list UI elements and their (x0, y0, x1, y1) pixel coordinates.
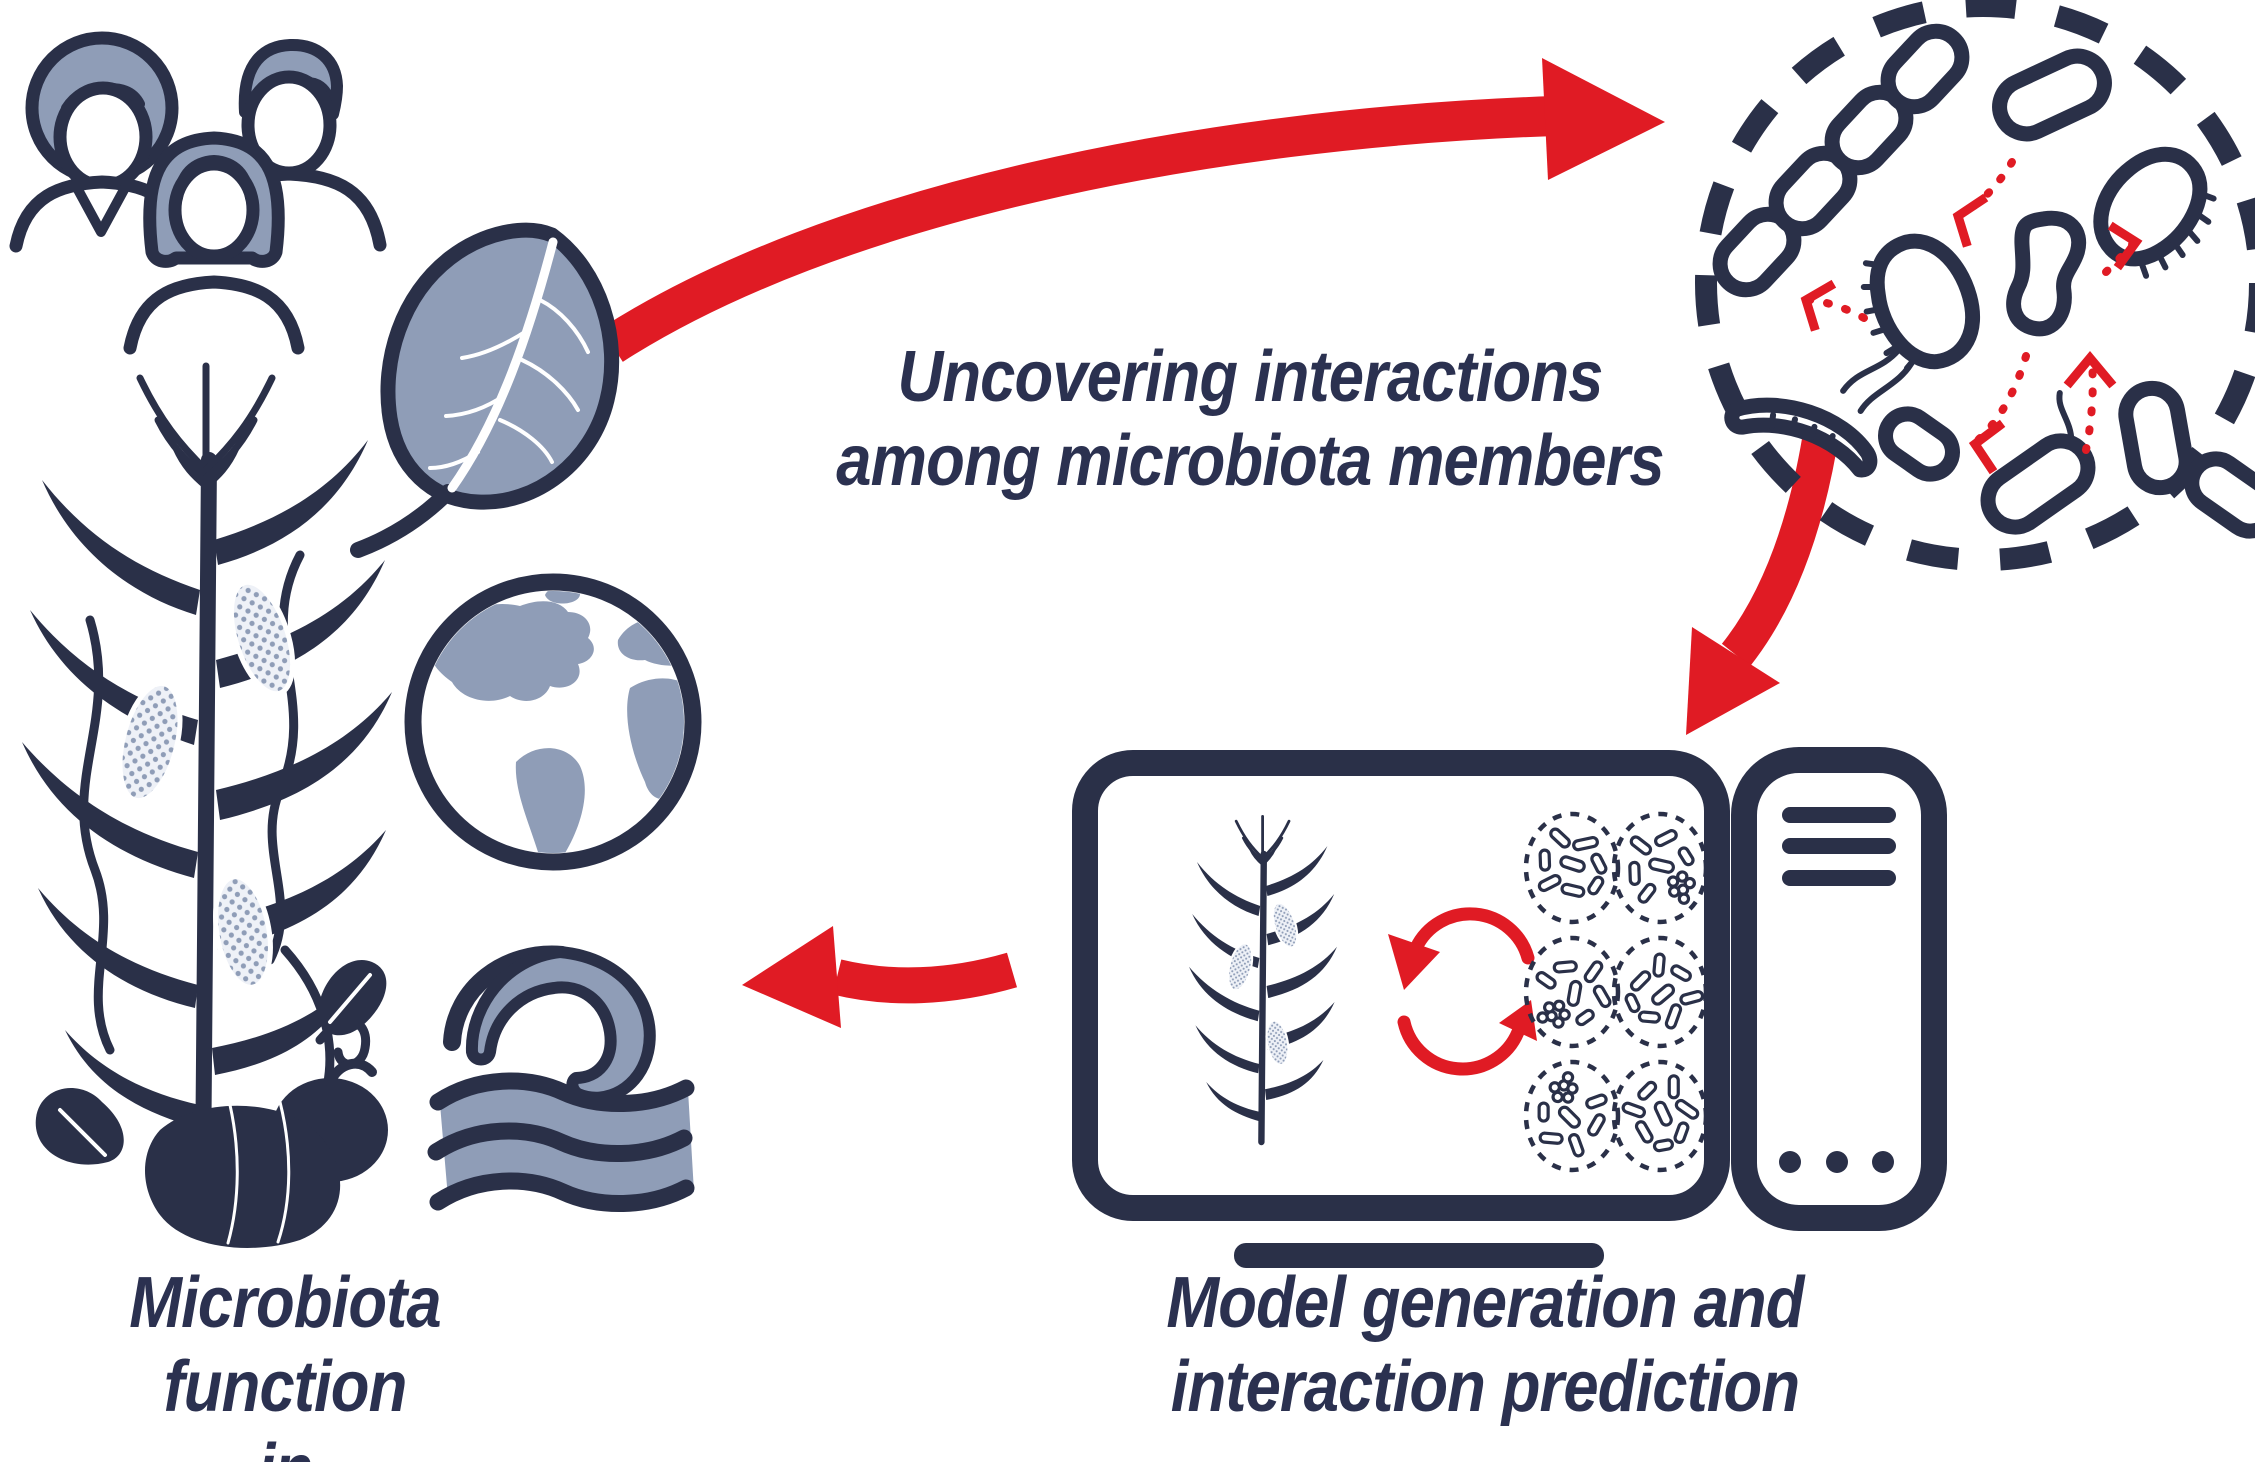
leaf-veins (428, 298, 590, 470)
interaction-arrows (1800, 158, 2143, 475)
caption-line-2: among microbiota members (836, 420, 1664, 501)
caption-line-2: interaction prediction (1170, 1346, 1800, 1427)
caption-line-1: Uncovering interactions (897, 337, 1603, 417)
corn-plant-icon (22, 366, 392, 1248)
bacterium-ciliated (2093, 146, 2217, 279)
screen-cycle-arrows (1388, 907, 1537, 1076)
caption-microbiota-function: Microbiota function in hosts/environment (25, 1262, 544, 1462)
heart-leaves (35, 959, 387, 1165)
bacteria-chain (1712, 23, 1970, 298)
bacterium-hooked-rod (1980, 390, 2096, 535)
bacterium-flagellated (1840, 233, 1981, 414)
people-group-icon (9, 31, 387, 355)
monitor-stand (1234, 1243, 1604, 1268)
bacterium-edge-rod (2184, 451, 2255, 539)
arrow-microbiota-to-computer (1686, 425, 1840, 735)
dashed-community-boundary (1695, 0, 2255, 571)
caption-line-1: Microbiota function (129, 1263, 441, 1427)
caption-uncovering-interactions: Uncovering interactions among microbiota… (713, 336, 1787, 503)
microbiota-community-icon (1695, 0, 2255, 571)
arrow-computer-to-hosts (742, 926, 1018, 1028)
wave-lines (427, 1072, 695, 1212)
screen-content (1189, 811, 1714, 1173)
caption-line-1: Model generation and (1166, 1263, 1804, 1343)
squash (145, 1058, 388, 1248)
globe-icon (404, 573, 702, 871)
person-long-hair (123, 131, 305, 355)
bacterium-small-bean (1878, 406, 1960, 482)
caption-line-2: in hosts/environment (25, 1429, 544, 1462)
bacterium-bent-rod (2006, 210, 2087, 337)
computer-tower (1731, 747, 1947, 1231)
monitor (1072, 750, 1730, 1221)
leaf-icon (350, 222, 620, 558)
arrow-hosts-to-microbiota (601, 58, 1665, 362)
bacterium-vertical-rod (2118, 380, 2194, 496)
caption-model-generation: Model generation and interaction predict… (1129, 1262, 1842, 1429)
bacterium-serrated (1724, 397, 1878, 478)
computer-icon (1072, 747, 1947, 1268)
screen-communities (1523, 811, 1714, 1173)
bacterium-rod (1992, 48, 2112, 142)
wave-icon (427, 945, 695, 1212)
